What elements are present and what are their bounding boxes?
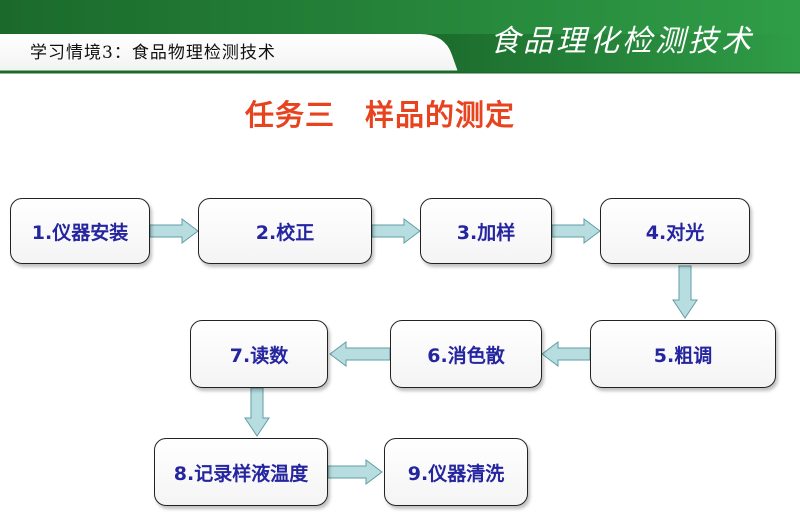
arrow-8-to-9 — [327, 459, 383, 485]
header-bar: 学习情境3：食品物理检测技术 食品理化检测技术 — [0, 0, 800, 78]
arrow-3-to-4 — [551, 218, 601, 244]
step-7-read-value: 7.读数 — [190, 320, 328, 388]
slide-title: 任务三 样品的测定 — [244, 98, 515, 132]
step-4-light-alignment: 4.对光 — [600, 198, 750, 264]
arrow-5-to-6 — [541, 341, 591, 367]
arrow-2-to-3 — [371, 218, 421, 244]
arrow-4-to-5 — [672, 265, 698, 319]
course-section-label: 学习情境3：食品物理检测技术 — [30, 43, 276, 63]
arrow-6-to-7 — [329, 341, 391, 367]
step-1-instrument-install: 1.仪器安装 — [10, 198, 150, 264]
header-graphic — [0, 0, 800, 74]
step-8-record-temperature: 8.记录样液温度 — [154, 438, 328, 506]
arrow-7-to-8 — [244, 387, 270, 437]
arrow-1-to-2 — [149, 218, 199, 244]
course-brand-title: 食品理化检测技术 — [490, 24, 754, 59]
step-2-calibrate: 2.校正 — [198, 198, 372, 264]
step-6-eliminate-dispersion: 6.消色散 — [390, 320, 542, 388]
step-3-add-sample: 3.加样 — [420, 198, 552, 264]
step-5-coarse-adjust: 5.粗调 — [590, 320, 776, 388]
step-9-clean-instrument: 9.仪器清洗 — [384, 438, 528, 506]
